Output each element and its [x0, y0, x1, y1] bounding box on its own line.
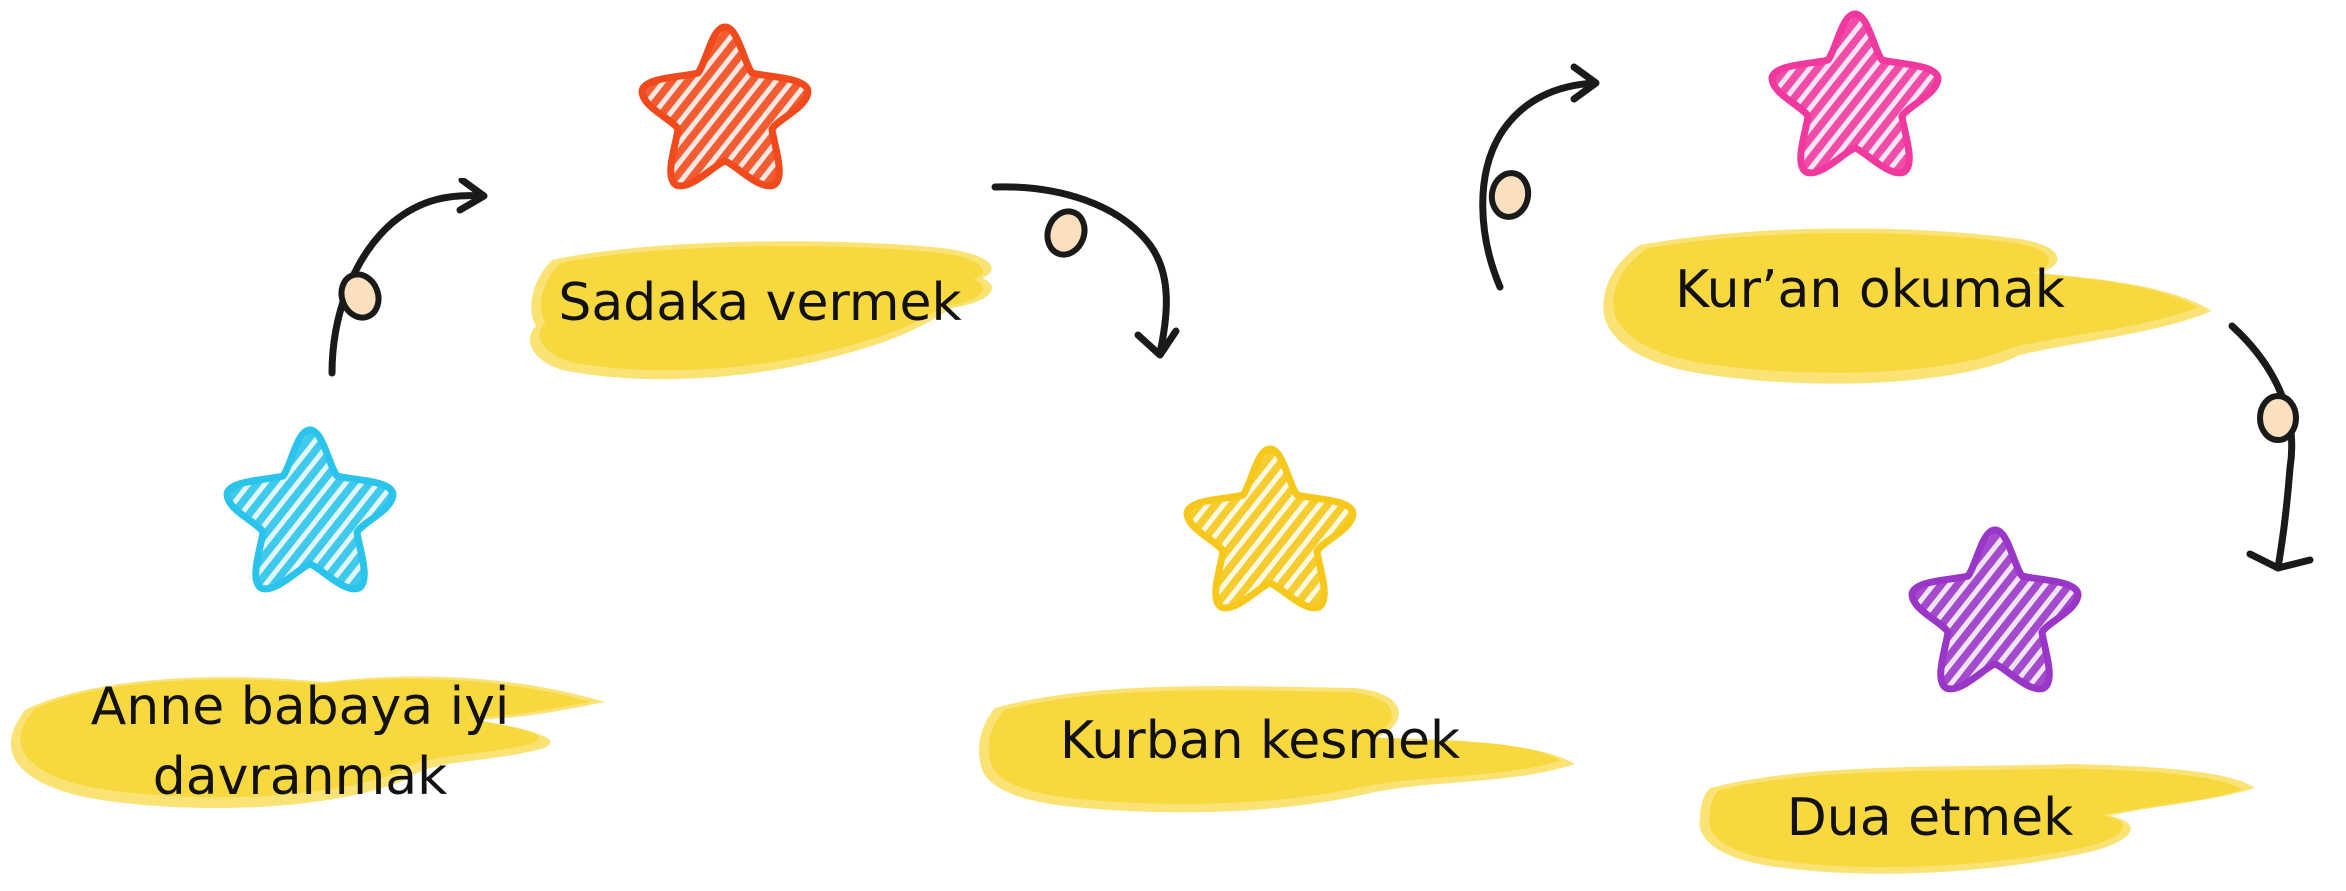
- curved-arrow-icon: [991, 183, 1180, 359]
- star-icon: [1183, 445, 1357, 612]
- step-label: Anne babaya iyi davranmak: [60, 672, 540, 812]
- brush-stroke: [1603, 228, 2212, 384]
- star-icon: [638, 23, 812, 190]
- step-label-line: Kur’an okumak: [1675, 260, 2065, 320]
- brush-stroke: [10, 676, 606, 809]
- step-label-line: davranmak: [152, 747, 448, 807]
- step-label: Kurban kesmek: [1040, 706, 1480, 776]
- step-label-line: Kurban kesmek: [1059, 711, 1461, 771]
- brush-stroke: [529, 241, 992, 380]
- brush-stroke: [978, 686, 1575, 813]
- curved-arrow-icon: [1479, 63, 1600, 291]
- step-label: Kur’an okumak: [1650, 255, 2090, 325]
- step-label-line: Anne babaya iyi: [90, 677, 510, 737]
- curved-arrow-icon: [2228, 322, 2314, 572]
- step-label: Dua etmek: [1700, 783, 2160, 853]
- step-label-line: Sadaka vermek: [558, 273, 962, 333]
- star-icon: [223, 426, 397, 593]
- star-icon: [1768, 10, 1942, 177]
- step-label: Sadaka vermek: [540, 268, 980, 338]
- curved-arrow-icon: [328, 178, 488, 377]
- star-icon: [1908, 526, 2082, 693]
- step-label-line: Dua etmek: [1786, 788, 2074, 848]
- brush-stroke: [1699, 764, 2255, 874]
